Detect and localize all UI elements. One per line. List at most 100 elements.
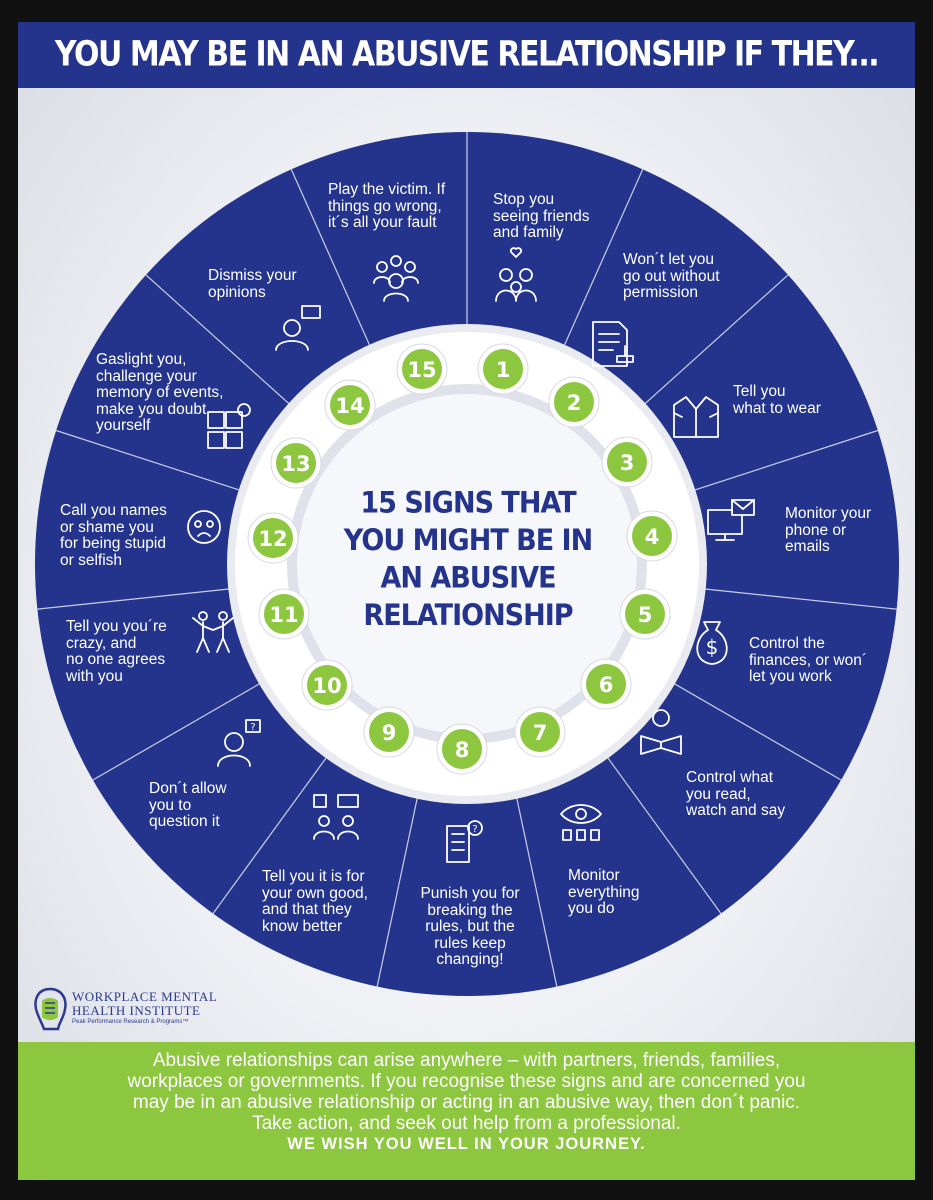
sign-text-line: Control what — [686, 769, 774, 786]
badge-fill — [330, 385, 370, 425]
footer: Abusive relationships can arise anywhere… — [18, 1042, 915, 1180]
rules-list-icon-part: ? — [472, 824, 477, 835]
sign-text-line: challenge your — [96, 367, 197, 385]
header-banner — [18, 22, 915, 88]
sign-number: 3 — [620, 451, 635, 475]
sign-text-line: Tell you it is for — [262, 868, 365, 885]
sign-number-badge: 8 — [436, 723, 488, 775]
logo-tagline: Peak Performance Research & Programs™ — [72, 1019, 189, 1025]
person-question-icon-part — [224, 732, 244, 752]
badge-fill — [586, 664, 626, 704]
jacket-icon-part — [673, 396, 719, 438]
sign-number-badge: 9 — [363, 706, 415, 758]
infographic: YOU MAY BE IN AN ABUSIVE RELATIONSHIP IF… — [18, 22, 915, 1180]
sign-text-line: crazy, and — [66, 634, 137, 652]
badge-fill — [520, 712, 560, 752]
sign-text-line: emails — [785, 538, 830, 555]
dancing-people-icon-part — [198, 611, 208, 621]
badge-fill — [607, 442, 647, 482]
sign-number-badge: 12 — [247, 512, 299, 564]
sign-text-line: Punish you for — [420, 885, 520, 902]
jacket-icon — [673, 396, 719, 438]
sign-text-line: yourself — [96, 417, 151, 434]
people-talking-icon-part — [342, 815, 354, 827]
sad-face-icon — [187, 510, 221, 544]
sign-text-line: for being stupid — [60, 535, 166, 552]
sign-number-badge: 10 — [301, 659, 353, 711]
rules-list-icon-part — [467, 820, 483, 836]
sign-text-line: Tell you — [733, 383, 786, 400]
badge-fill — [276, 443, 316, 483]
victim-group-icon-part — [390, 255, 402, 267]
sign-number: 7 — [533, 721, 548, 745]
badge-fill — [442, 729, 482, 769]
computer-email-icon — [707, 499, 755, 541]
badge-fill — [253, 518, 293, 558]
victim-group-icon-part — [404, 261, 416, 273]
dancing-people-icon — [192, 611, 234, 653]
sign-number-badge: 2 — [548, 376, 600, 428]
sign-number: 14 — [335, 394, 364, 418]
sign-text-line: or selfish — [60, 551, 123, 569]
sign-text-line: Monitor your — [785, 505, 872, 522]
sign-number: 12 — [258, 527, 287, 551]
center-title-line: RELATIONSHIP — [363, 598, 573, 633]
document-stamp-icon-part — [598, 333, 620, 351]
sign-text-line: go out without — [623, 267, 720, 285]
document-stamp-icon — [592, 321, 634, 367]
badge-fill — [402, 349, 442, 389]
badge-fill — [264, 594, 304, 634]
sign-text-line: you do — [568, 900, 615, 917]
dancing-people-icon-part — [218, 611, 228, 621]
sign-number: 5 — [638, 603, 653, 627]
person-speech-icon-part — [283, 319, 301, 337]
rules-list-icon: ? — [446, 820, 483, 863]
footer-text: Abusive relationships can arise anywhere… — [38, 1050, 895, 1155]
person-reading-icon-part — [652, 709, 670, 727]
puzzle-brain-icon-part — [225, 411, 243, 429]
family-heart-icon-part — [510, 281, 522, 293]
family-heart-icon-part — [519, 268, 533, 282]
sign-number-badge: 3 — [601, 436, 653, 488]
people-talking-icon-part — [318, 815, 330, 827]
people-talking-icon — [313, 794, 359, 840]
sign-number-badge: 13 — [270, 437, 322, 489]
person-reading-icon-part — [640, 735, 682, 755]
footer-line: Take action, and seek out help from a pr… — [252, 1113, 681, 1134]
sign-text-line: Tell you you´re — [66, 618, 167, 635]
footer-closing: WE WISH YOU WELL IN YOUR JOURNEY. — [287, 1135, 646, 1153]
person-speech-icon-part — [301, 305, 321, 319]
badge-fill — [307, 665, 347, 705]
sign-number-badge: 15 — [396, 343, 448, 395]
eye-surveillance-icon-part — [576, 829, 586, 841]
sign-number: 6 — [599, 673, 614, 697]
puzzle-brain-icon-part — [225, 431, 243, 449]
people-talking-icon-part — [337, 794, 359, 808]
rules-list-icon-part — [446, 825, 470, 863]
sign-number-badge: 4 — [626, 510, 678, 562]
money-bag-icon: $ — [696, 621, 728, 665]
sign-text-line: changing! — [436, 951, 504, 968]
puzzle-brain-icon-part — [237, 403, 251, 417]
logo-line-1: WORKPLACE MENTAL — [72, 989, 218, 1004]
sign-text-line: Play the victim. If — [328, 181, 446, 198]
sign-text-line: your own good, — [262, 884, 368, 902]
footer-line: may be in an abusive relationship or act… — [132, 1092, 801, 1113]
sad-face-icon-part — [206, 520, 214, 528]
victim-group-icon — [373, 255, 419, 302]
sad-face-icon-part — [197, 532, 211, 537]
victim-group-icon-part — [383, 292, 409, 302]
sign-text-line: everything — [568, 883, 640, 901]
person-speech-icon — [275, 305, 321, 351]
sign-text-line: rules, but the — [425, 918, 515, 935]
